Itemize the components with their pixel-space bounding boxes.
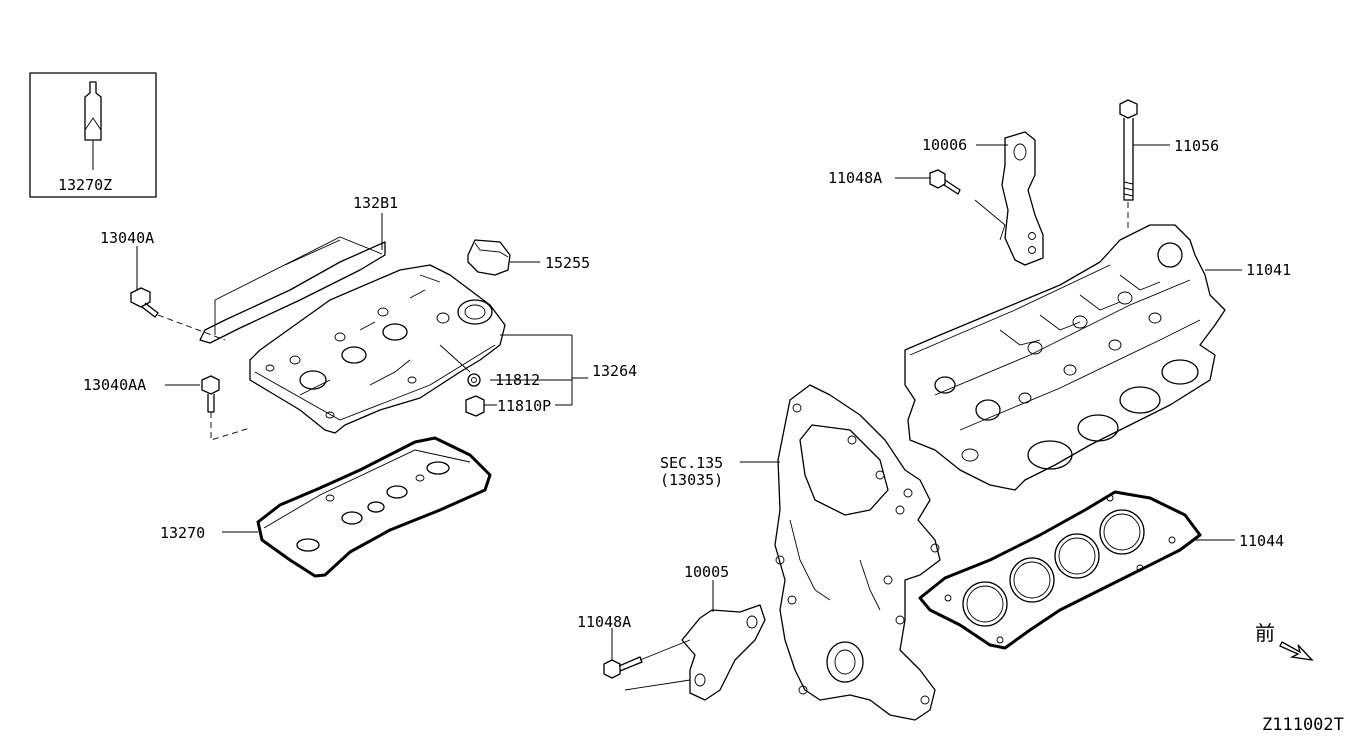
label-13270z: 13270Z [58,176,112,194]
bolt-13040aa: 13040AA [83,375,251,441]
cylinder-head-11041: 11041 [904,224,1291,491]
front-symbol: 前 [1255,621,1275,645]
label-132b1: 132B1 [353,194,398,212]
bolt-icon-5 [603,656,643,679]
sealant-tube-inset: 13270Z [29,72,157,198]
label-13270: 13270 [160,524,205,542]
sealant-tube-icon [84,81,102,170]
bolt-icon-2 [201,375,220,413]
bolt-13040a: 13040A [100,229,226,341]
label-sec135: SEC.135 [660,454,723,472]
grommet-11810p: 11810P [465,395,551,417]
label-10006: 10006 [922,136,967,154]
bracket-10006: 10006 [922,131,1044,266]
label-11048a-bottom: 11048A [577,613,631,631]
label-11056: 11056 [1174,137,1219,155]
label-sec135-ref: (13035) [660,471,723,489]
front-arrow-icon [1279,641,1314,661]
bolt-icon-3 [929,169,961,195]
diagram-code: Z111002T [1262,715,1344,735]
label-11041: 11041 [1246,261,1291,279]
bolt-11048a-top: 11048A [828,169,1006,241]
bracket-10005: 10005 [681,563,766,701]
washer-11812: 11812 [439,344,540,389]
heat-shield-132b1: 132B1 [199,194,398,344]
bolt-11048a-bottom: 11048A [577,613,691,691]
label-13040aa: 13040AA [83,376,146,394]
oil-filler-cap-15255: 15255 [467,239,590,276]
label-11048a-top: 11048A [828,169,882,187]
head-bolt-11056: 11056 [1119,99,1219,232]
label-11044: 11044 [1239,532,1284,550]
head-gasket-11044: 11044 [918,490,1284,650]
label-10005: 10005 [684,563,729,581]
bolt-icon-4 [1119,99,1138,201]
timing-cover-sec135: SEC.135 (13035) [660,384,941,721]
label-13264: 13264 [592,362,637,380]
label-11810p: 11810P [497,397,551,415]
label-15255: 15255 [545,254,590,272]
bolt-icon [130,287,159,318]
front-indicator: 前 [1255,621,1314,661]
label-13040a: 13040A [100,229,154,247]
label-11812: 11812 [495,371,540,389]
cover-gasket-13270: 13270 [160,436,492,578]
group-13264: 13264 [490,334,637,406]
